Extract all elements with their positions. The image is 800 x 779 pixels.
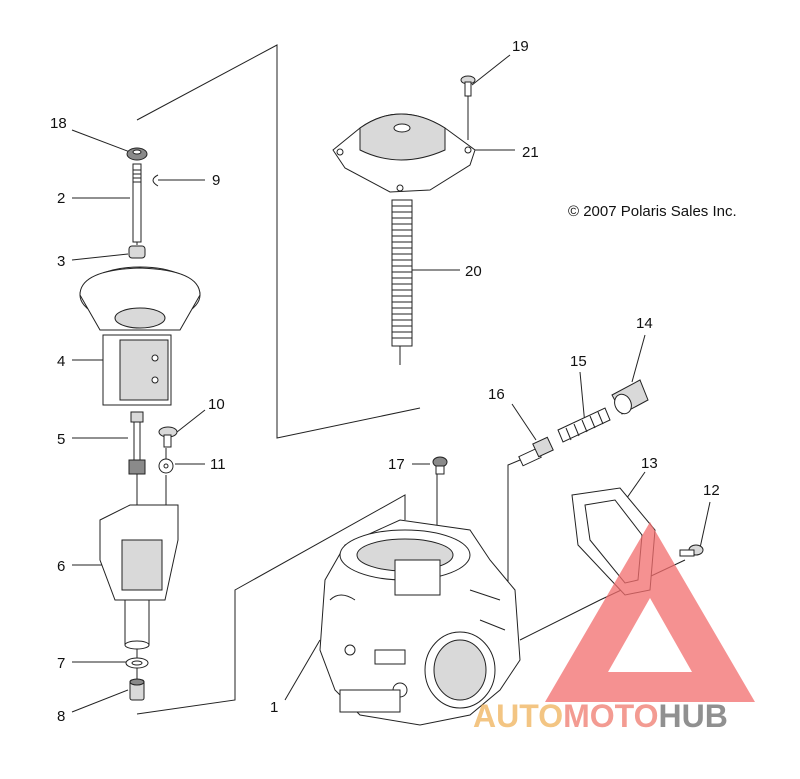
callout-10: 10 — [208, 396, 225, 413]
watermark-triangle-inner — [630, 630, 670, 665]
part-12-screw — [679, 544, 704, 557]
callout-7: 7 — [57, 655, 65, 672]
part-7-washer — [125, 657, 149, 669]
callout-21: 21 — [522, 144, 539, 161]
part-3-spacer — [128, 245, 146, 259]
copyright-text: © 2007 Polaris Sales Inc. — [568, 203, 737, 220]
part-14-cap — [611, 379, 649, 415]
callout-19: 19 — [512, 38, 529, 55]
part-10-screw — [158, 426, 178, 448]
callout-16: 16 — [488, 386, 505, 403]
callout-15: 15 — [570, 353, 587, 370]
automotohub-watermark: AUTOMOTOHUB — [473, 522, 755, 734]
callout-3: 3 — [57, 253, 65, 270]
part-11-lock-washer — [158, 458, 174, 474]
callout-20: 20 — [465, 263, 482, 280]
callout-8: 8 — [57, 708, 65, 725]
part-15-spring — [557, 407, 611, 443]
callout-11: 11 — [210, 456, 226, 473]
part-16-valve — [518, 436, 554, 467]
part-5-jet-needle — [128, 411, 146, 475]
watermark-text: AUTOMOTOHUB — [473, 698, 728, 734]
part-1-carburetor-body — [319, 519, 521, 726]
part-2-needle — [132, 163, 142, 243]
part-4-diaphragm-slide — [79, 266, 201, 406]
callout-9: 9 — [212, 172, 220, 189]
part-21-top-cover — [332, 113, 476, 193]
callout-17: 17 — [388, 456, 405, 473]
callout-5: 5 — [57, 431, 65, 448]
callout-18: 18 — [50, 115, 67, 132]
callout-12: 12 — [703, 482, 720, 499]
part-20-spring — [391, 199, 413, 347]
part-9-clip — [152, 174, 159, 187]
watermark-text-hub: HUB — [658, 698, 727, 734]
part-17-plug — [432, 456, 448, 475]
callout-14: 14 — [636, 315, 653, 332]
callout-2: 2 — [57, 190, 65, 207]
part-8-jet — [129, 678, 145, 701]
part-6-holder — [99, 504, 179, 650]
part-18-nut — [126, 147, 148, 161]
callout-13: 13 — [641, 455, 658, 472]
callout-4: 4 — [57, 353, 65, 370]
callout-1: 1 — [270, 699, 278, 716]
callout-labels: 1 2 3 4 5 6 7 8 9 10 11 12 13 14 15 16 1… — [50, 38, 720, 725]
watermark-triangle-logo — [545, 522, 755, 702]
part-19-screw — [460, 75, 476, 97]
watermark-text-auto: AUTO — [473, 698, 563, 734]
watermark-text-moto: MOTO — [563, 698, 658, 734]
callout-6: 6 — [57, 558, 65, 575]
